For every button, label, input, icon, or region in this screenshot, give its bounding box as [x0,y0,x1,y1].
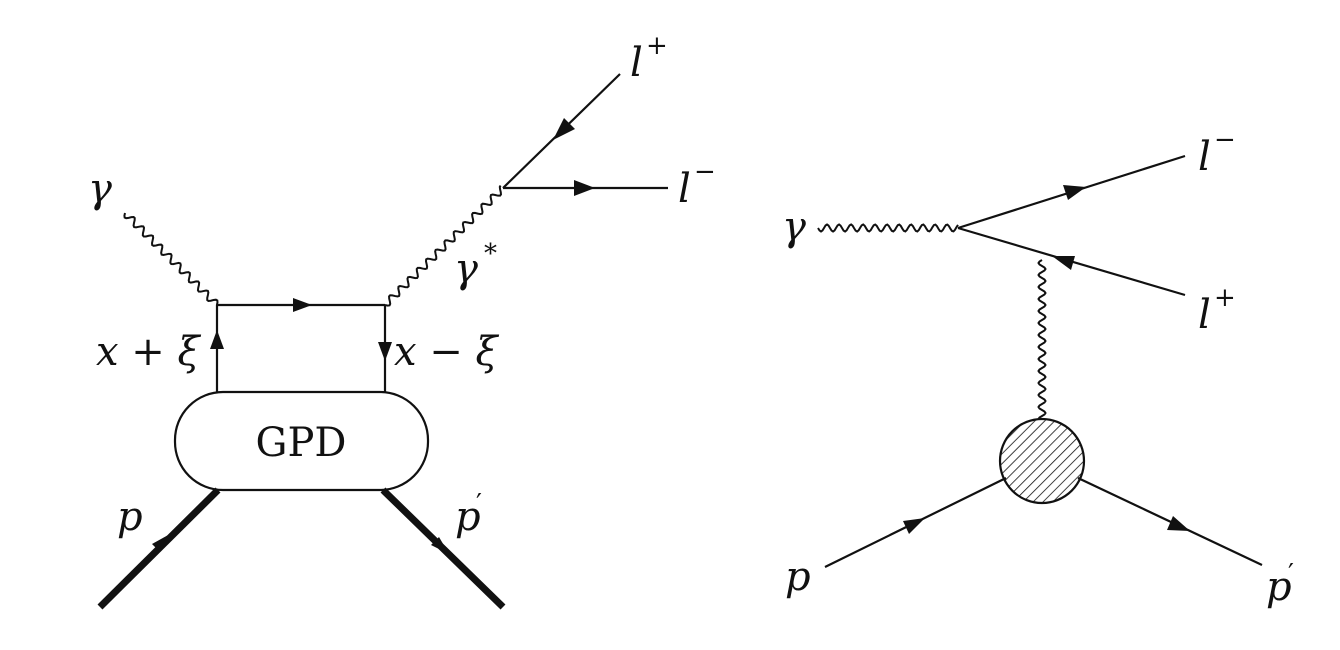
quark-left-arrow [210,330,224,349]
left-proton-out-prime: ′ [476,489,482,519]
left-lepton-minus-superscript: − [694,157,716,187]
right-lepton-plus-arrow [1052,256,1075,270]
quark-top-arrow [293,298,312,312]
exchanged-photon-line [1037,259,1047,420]
right-proton-out-prime: ′ [1288,559,1294,589]
gpd-blob [173,390,430,492]
gpd-label: GPD [256,420,347,466]
proton-in-arrow [152,534,170,552]
parton-left-label: x + ξ [96,329,202,375]
right-lepton-plus-superscript: + [1214,283,1236,313]
right-incoming-photon-line [817,223,959,233]
left-lepton-minus-label: l [678,166,691,212]
left-photon-label: γ [88,166,112,212]
virtual-photon-line [384,185,503,307]
hadronic-blob [998,417,1086,505]
right-lepton-plus-label: l [1198,292,1211,338]
left-proton-out-label: p [455,494,481,540]
right-photon-label: γ [782,204,806,250]
right-proton-out-line [1077,477,1263,566]
left-diagram: GPD γ γ * l + l − x + ξ x − ξ p p ′ [88,31,716,610]
left-proton-in-label: p [117,494,143,540]
right-lepton-minus-label: l [1198,134,1211,180]
right-proton-out-arrow [1167,516,1190,531]
virtual-photon-superscript: * [484,239,497,269]
proton-out-arrow [431,537,449,554]
left-lepton-plus-superscript: + [646,31,668,61]
parton-right-label: x − ξ [394,329,500,375]
right-proton-out-label: p [1266,564,1292,610]
left-lepton-plus-label: l [630,40,643,86]
right-diagram: γ l − l + p p ′ [782,125,1294,610]
quark-right-arrow [378,342,392,361]
virtual-photon-label: γ [454,246,478,292]
right-lepton-minus-arrow [1063,185,1086,200]
lepton-minus-arrow [574,180,595,196]
incoming-photon-line [123,212,219,306]
right-proton-in-label: p [785,554,811,600]
right-lepton-minus-superscript: − [1214,125,1236,155]
lepton-plus-arrow [553,118,575,140]
right-proton-in-arrow [903,518,925,534]
